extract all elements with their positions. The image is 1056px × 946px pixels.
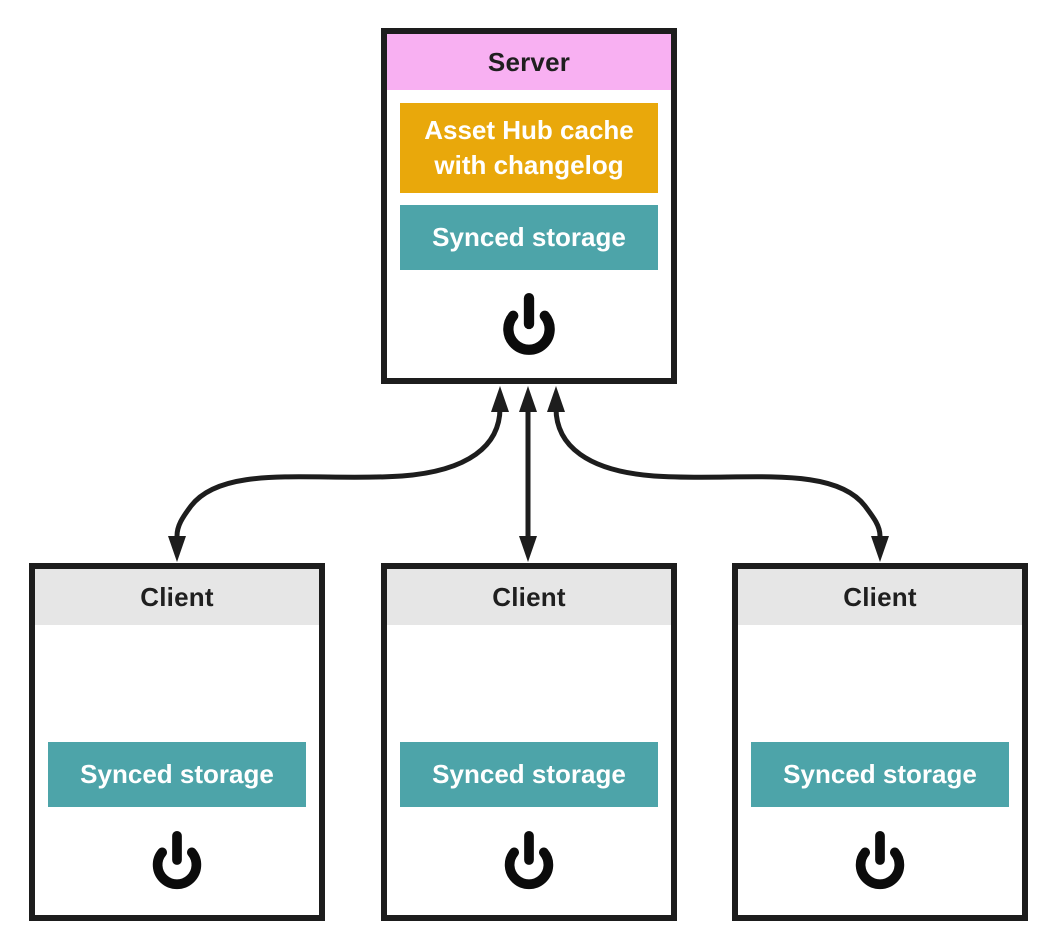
power-icon [387, 830, 671, 892]
connector-server-client-2 [519, 386, 537, 562]
client-node-3: Client Synced storage [732, 563, 1028, 921]
client-node-1: Client Synced storage [29, 563, 325, 921]
client-node-2: Client Synced storage [381, 563, 677, 921]
client-2-header: Client [387, 569, 671, 625]
power-icon [387, 292, 671, 358]
server-node: Server Asset Hub cache with changelog Sy… [381, 28, 677, 384]
client-3-header: Client [738, 569, 1022, 625]
client-3-synced-storage-block: Synced storage [751, 742, 1009, 807]
connector-server-client-1 [168, 386, 509, 562]
server-synced-storage-block: Synced storage [400, 205, 658, 270]
asset-hub-cache-block: Asset Hub cache with changelog [400, 103, 658, 193]
client-1-header: Client [35, 569, 319, 625]
client-1-synced-storage-block: Synced storage [48, 742, 306, 807]
power-icon [738, 830, 1022, 892]
server-header: Server [387, 34, 671, 90]
client-2-synced-storage-block: Synced storage [400, 742, 658, 807]
power-icon [35, 830, 319, 892]
connector-server-client-3 [547, 386, 889, 562]
